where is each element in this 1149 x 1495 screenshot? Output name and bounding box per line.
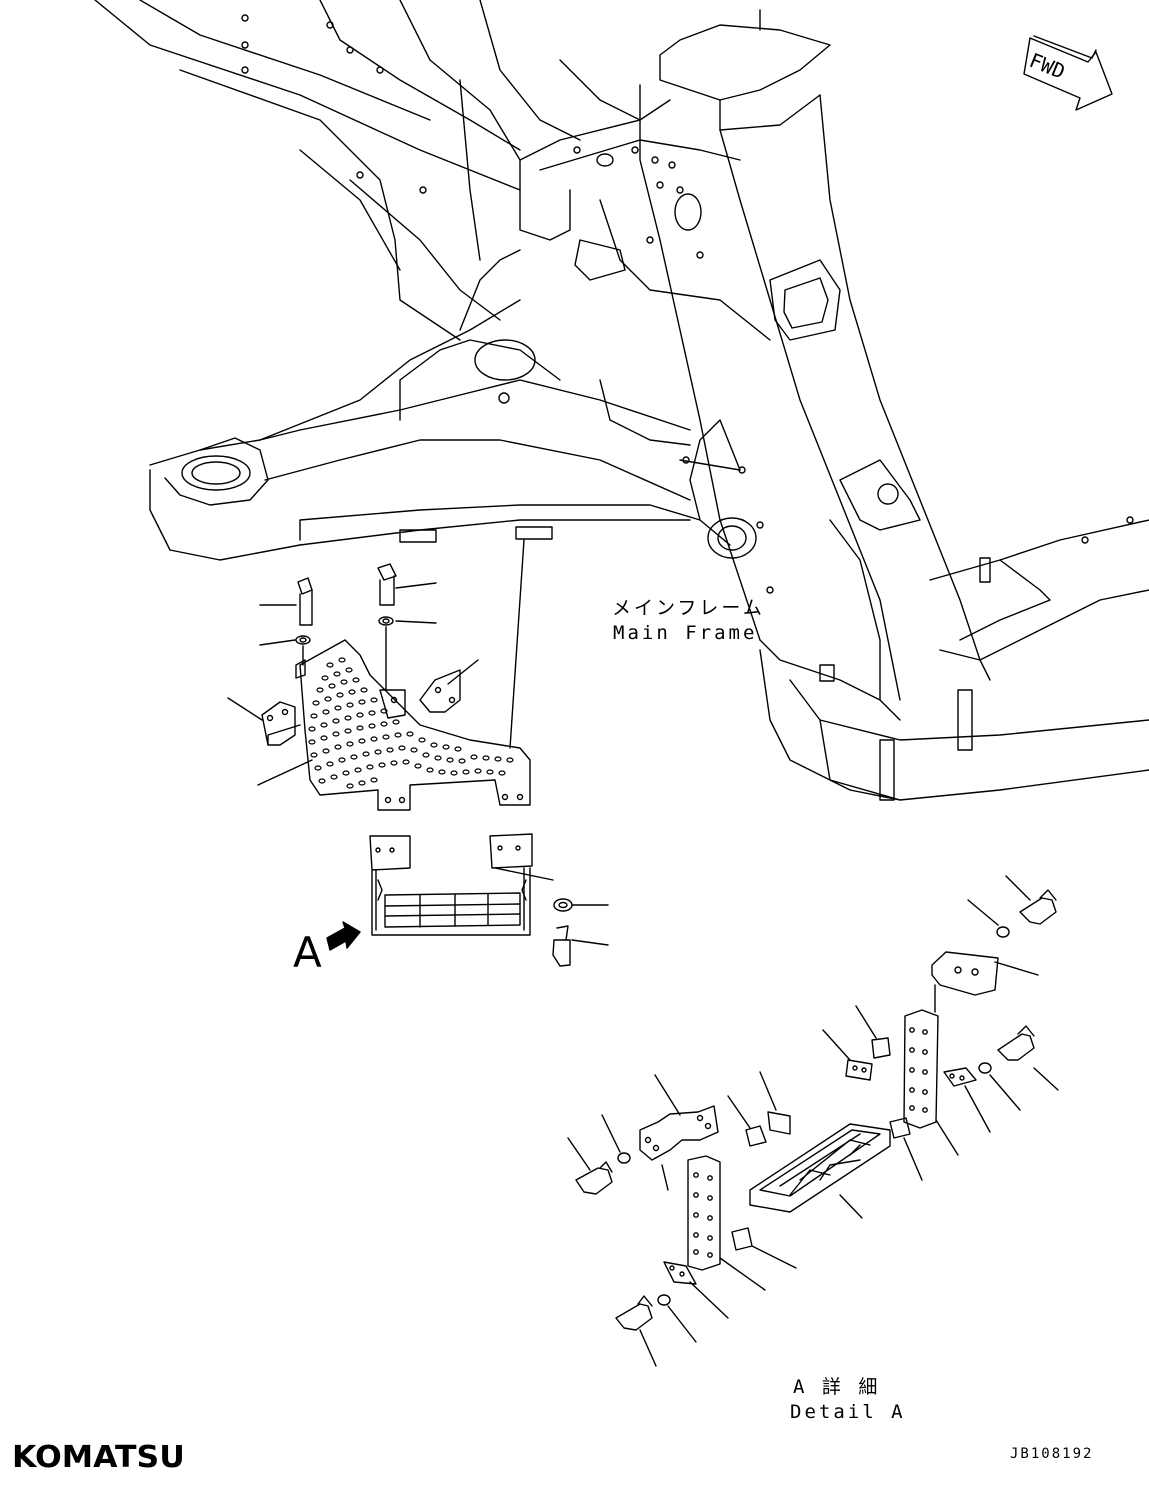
spacer [731,1227,753,1251]
bolt [552,939,571,967]
plate-perforations [308,657,514,789]
washer [378,616,394,626]
detail-label-ja: A 詳 細 [793,1376,881,1398]
bolt [997,1033,1035,1061]
washer [657,1294,671,1306]
washer [295,635,311,645]
bolt [297,577,313,595]
left-bracket-detail [639,1105,719,1161]
small-plate [845,1059,873,1081]
step-plate-assembly [227,539,531,811]
small-plate [943,1067,977,1087]
bolt [1019,897,1057,925]
spacer [889,1117,911,1139]
washer [617,1152,631,1164]
vertical-plate [687,1155,721,1271]
main-frame-label-ja: メインフレーム [612,597,765,619]
small-plate [767,1111,791,1135]
drawing-code: JB108192 [1010,1446,1094,1462]
upper-bracket [931,951,999,996]
spacer [871,1037,891,1059]
detail-label-en: Detail A [790,1401,906,1423]
step-assembly [326,833,609,967]
forward-arrow [1023,35,1113,111]
step-tray [749,1123,891,1213]
detail-a-drawing [567,875,1059,1367]
view-marker-label: A [293,928,322,977]
washer [978,1062,992,1074]
spacer [745,1125,767,1147]
bolt [575,1167,613,1195]
bolt [377,563,397,581]
right-bracket [419,669,461,713]
bolt [615,1303,653,1331]
small-plate [663,1261,697,1285]
left-bracket [261,701,296,746]
frame-holes [241,14,1134,594]
brand-logo: KOMATSU [12,1440,185,1475]
main-frame-label-en: Main Frame [613,622,758,644]
view-arrow [326,921,361,951]
main-frame-drawing [94,0,1149,801]
washer [996,926,1010,938]
washer [553,898,573,912]
vertical-plate [903,1009,939,1129]
